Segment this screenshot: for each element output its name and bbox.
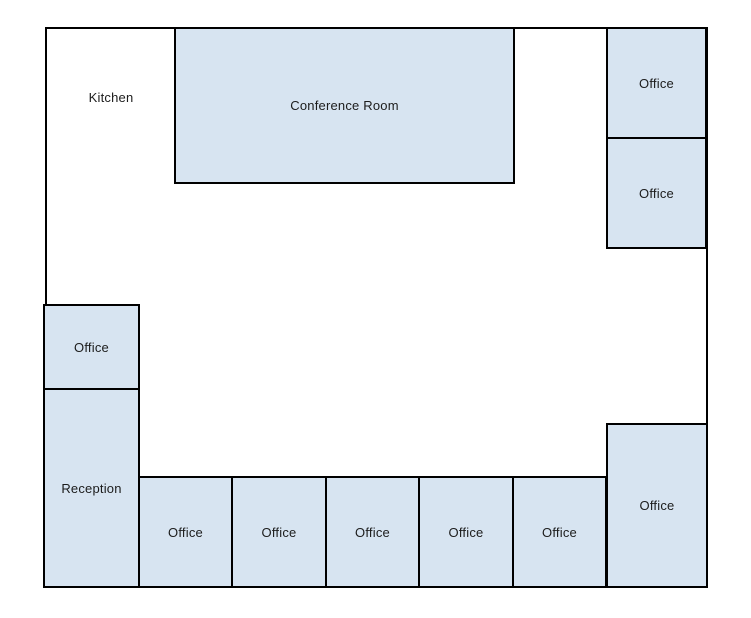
room-office-top-right-lower[interactable]: Office: [606, 137, 707, 249]
room-office-bottom-1[interactable]: Office: [138, 476, 233, 588]
room-reception-label: Reception: [61, 480, 122, 496]
room-office-bottom-2[interactable]: Office: [231, 476, 327, 588]
room-office-label: Office: [448, 524, 484, 540]
room-office-label: Office: [355, 524, 390, 540]
room-office-bottom-4[interactable]: Office: [418, 476, 514, 588]
wall-right: [706, 27, 708, 426]
room-office-bottom-right[interactable]: Office: [606, 423, 708, 588]
room-office-label: Office: [261, 524, 297, 540]
room-office-label: Office: [639, 185, 674, 201]
wall-left: [45, 27, 47, 307]
room-office-bottom-3[interactable]: Office: [325, 476, 420, 588]
room-office-label: Office: [542, 524, 577, 540]
room-conference[interactable]: Conference Room: [174, 27, 515, 184]
room-conference-label: Conference Room: [290, 98, 399, 113]
room-reception[interactable]: Reception: [43, 388, 140, 588]
room-kitchen-label: Kitchen: [88, 89, 134, 105]
room-kitchen[interactable]: Kitchen: [47, 27, 175, 167]
room-office-bottom-5[interactable]: Office: [512, 476, 607, 588]
room-office-label: Office: [639, 498, 675, 513]
room-office-label: Office: [639, 75, 674, 91]
room-office-label: Office: [74, 339, 109, 355]
room-office-left[interactable]: Office: [43, 304, 140, 390]
room-office-top-right-upper[interactable]: Office: [606, 27, 707, 139]
room-office-label: Office: [168, 524, 203, 540]
